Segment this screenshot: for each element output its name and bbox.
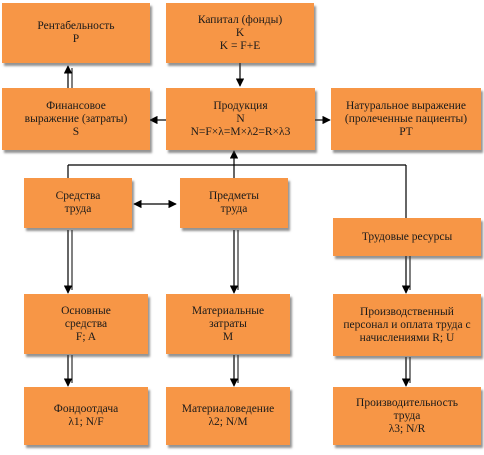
box-natural: Натуральное выражение (пролеченные пацие… <box>331 88 481 150</box>
means-line1: Средства <box>55 190 101 202</box>
capital-formula: K = F+E <box>219 39 261 52</box>
production-title: Продукция <box>213 99 268 112</box>
production-formula: N=F×λ=M×λ2=R×λ3 <box>190 125 291 138</box>
box-means-of-labor: Средства труда <box>24 178 132 228</box>
capital-productivity-title: Фондоотдача <box>53 403 119 415</box>
natural-line2: (пролеченные пациенты) <box>344 112 468 125</box>
box-labor-resources: Трудовые ресурсы <box>333 218 481 256</box>
personnel-line3: начислениями R; U <box>359 331 455 344</box>
labor-productivity-line2: труда <box>393 409 421 422</box>
profitability-title: Рентабельность <box>37 20 115 32</box>
box-fixed-assets: Основные средства F; A <box>24 294 148 354</box>
capital-productivity-formula: λ1; N/F <box>68 416 104 428</box>
box-objects-of-labor: Предметы труда <box>180 178 288 228</box>
box-material-costs: Материальные затраты M <box>166 294 290 354</box>
box-capital-productivity: Фондоотдача λ1; N/F <box>24 387 148 445</box>
labor-productivity-title: Производительность <box>356 396 458 409</box>
box-capital: Капитал (фонды) K K = F+E <box>166 3 314 63</box>
financial-symbol: S <box>72 125 80 138</box>
objects-line1: Предметы <box>209 190 259 202</box>
material-line2: затраты <box>209 317 247 330</box>
material-line1: Материальные <box>191 304 265 317</box>
financial-line2: выражение (затраты) <box>24 112 128 125</box>
personnel-line1: Производственный <box>360 305 454 318</box>
box-material-intensity: Материаловедение λ2; N/M <box>166 387 290 445</box>
capital-symbol: K <box>235 26 245 39</box>
personnel-line2: персонал и оплата труда с <box>343 318 471 331</box>
financial-line1: Финансовое <box>46 99 106 112</box>
natural-line1: Натуральное выражение <box>345 99 467 112</box>
production-symbol: N <box>236 112 245 125</box>
labor-productivity-formula: λ3; N/R <box>388 422 426 435</box>
objects-line2: труда <box>220 203 248 215</box>
fixed-symbol: F; A <box>75 330 97 343</box>
capital-title: Капитал (фонды) <box>197 13 283 26</box>
means-line2: труда <box>64 203 92 215</box>
box-profitability: Рентабельность P <box>2 3 150 63</box>
material-intensity-formula: λ2; N/M <box>208 416 248 428</box>
box-labor-productivity: Производительность труда λ3; N/R <box>333 387 481 445</box>
box-financial: Финансовое выражение (затраты) S <box>2 88 150 150</box>
box-personnel: Производственный персонал и оплата труда… <box>333 294 481 356</box>
material-symbol: M <box>222 330 234 343</box>
natural-symbol: PT <box>399 125 413 138</box>
profitability-symbol: P <box>72 33 80 45</box>
material-intensity-title: Материаловедение <box>181 403 275 415</box>
box-production: Продукция N N=F×λ=M×λ2=R×λ3 <box>166 88 315 150</box>
labor-title: Трудовые ресурсы <box>361 230 453 243</box>
fixed-line2: средства <box>64 317 108 330</box>
fixed-line1: Основные <box>61 304 111 317</box>
